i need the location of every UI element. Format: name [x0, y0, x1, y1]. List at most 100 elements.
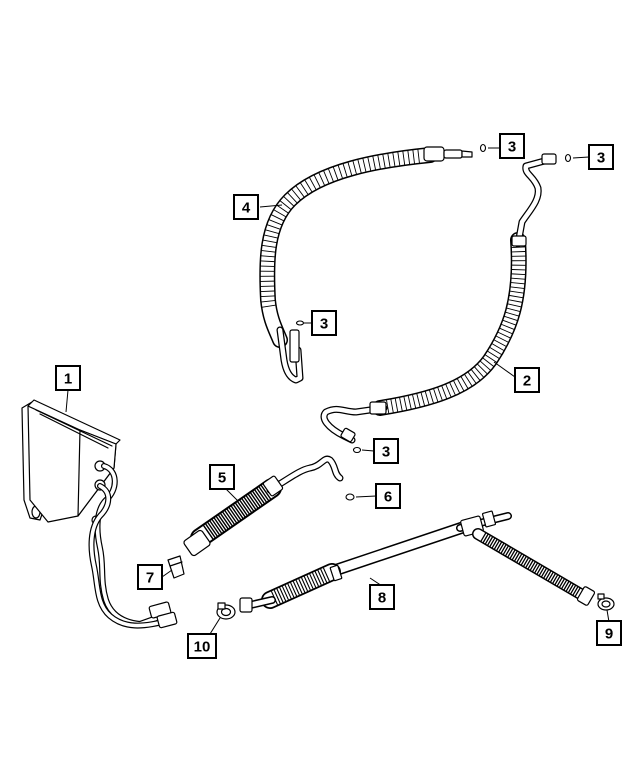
hose-rib — [283, 196, 294, 207]
hose-rib — [382, 154, 386, 168]
hose-rib — [262, 244, 276, 248]
hose-rib — [547, 571, 554, 582]
hose-rib — [245, 495, 257, 510]
hose-rib — [292, 581, 300, 596]
hose-rib — [304, 179, 313, 192]
hose-rib — [357, 159, 362, 174]
hose-rib — [501, 324, 515, 330]
hose-rib — [213, 517, 225, 533]
hose-rib — [416, 393, 421, 408]
hose-rib — [295, 579, 303, 594]
hose-rib — [220, 513, 231, 528]
hose-rib — [392, 152, 396, 167]
hose-rib — [574, 587, 581, 598]
hose-rib — [545, 570, 552, 581]
hose-rib — [474, 366, 484, 378]
hose-rib — [271, 214, 284, 221]
hose-rib — [323, 170, 330, 184]
hose-rib — [489, 347, 502, 355]
callout-label: 2 — [523, 373, 531, 390]
hose-rib — [453, 380, 460, 394]
hose-rib — [482, 357, 494, 367]
hose-rib — [420, 392, 425, 406]
hose-rib — [337, 165, 343, 179]
hose-rib — [249, 492, 261, 507]
hose-rib — [510, 282, 525, 285]
hose-rib — [412, 394, 417, 409]
hose-rib — [260, 260, 275, 263]
hose-rib — [317, 570, 325, 584]
hose-rib — [260, 295, 275, 298]
cooler-hose-lower — [320, 153, 557, 444]
hose-rib — [262, 239, 277, 244]
hose-rib — [565, 582, 572, 592]
hose-rib — [491, 343, 505, 351]
hose-rib — [556, 576, 563, 587]
hose-rib — [502, 320, 516, 326]
hose-rib — [328, 168, 334, 182]
o-ring-3b — [564, 153, 572, 163]
hose-rib — [284, 584, 292, 599]
hose-rib — [467, 371, 477, 384]
hose-rib — [342, 163, 348, 177]
hose-rib — [226, 508, 238, 524]
hose-rib — [265, 229, 279, 234]
hose-rib — [258, 486, 270, 501]
hose-rib — [217, 514, 229, 530]
hose-rib — [534, 563, 541, 574]
hose-rib — [281, 586, 289, 600]
hose-rib — [276, 204, 289, 214]
hose-rib — [484, 534, 492, 545]
hose-rib — [489, 537, 496, 548]
hose-rib — [261, 304, 276, 308]
callout-3-lower: 3 — [373, 438, 399, 464]
callout-label: 4 — [242, 200, 251, 217]
hose-rib — [264, 234, 278, 239]
callout-label: 10 — [194, 639, 211, 656]
hose-rib — [522, 557, 530, 568]
hose-rib — [313, 174, 321, 188]
hose-rib — [429, 390, 434, 404]
hose-rib — [247, 493, 259, 509]
hose-rib — [480, 532, 487, 543]
hose-rib — [529, 561, 536, 571]
hose-rib — [509, 290, 524, 294]
callout-label: 3 — [320, 316, 328, 333]
hose-rib — [314, 571, 322, 586]
hose-rib — [552, 574, 559, 585]
hose-rib — [540, 567, 548, 578]
hose-rib — [495, 541, 503, 552]
hose-rib — [412, 149, 415, 164]
hose-rib — [295, 185, 305, 198]
hose-rib — [513, 551, 521, 562]
callout-3-middle-left: 3 — [311, 310, 337, 336]
callout-3-top-right: 3 — [588, 144, 614, 170]
callout-2: 2 — [514, 367, 540, 393]
hose-rib — [298, 578, 306, 593]
hose-rib — [449, 382, 456, 396]
o-ring-3c — [295, 320, 305, 326]
hose-rib — [362, 158, 367, 172]
hose-rib — [497, 331, 511, 339]
hose-rib — [352, 160, 357, 175]
hose-rib — [560, 579, 568, 590]
hose-rib — [441, 385, 448, 399]
hose-rib — [279, 587, 287, 602]
hose-rib — [239, 499, 250, 515]
hose-rib — [402, 151, 406, 165]
hose-rib — [303, 576, 311, 591]
callout-10: 10 — [187, 633, 217, 659]
hose-rib — [306, 575, 314, 589]
hose-rib — [397, 151, 401, 166]
hose-rib — [504, 546, 512, 557]
hose-rib — [256, 487, 267, 503]
hose-rib — [203, 524, 214, 540]
callout-label: 9 — [605, 626, 613, 643]
hose-rib — [390, 399, 394, 413]
hose-rib — [279, 200, 291, 210]
hose-rib — [500, 543, 507, 554]
hose-rib — [567, 583, 575, 594]
hose-rib — [287, 583, 295, 598]
hose-rib — [241, 498, 252, 513]
hose-rib — [243, 496, 255, 512]
